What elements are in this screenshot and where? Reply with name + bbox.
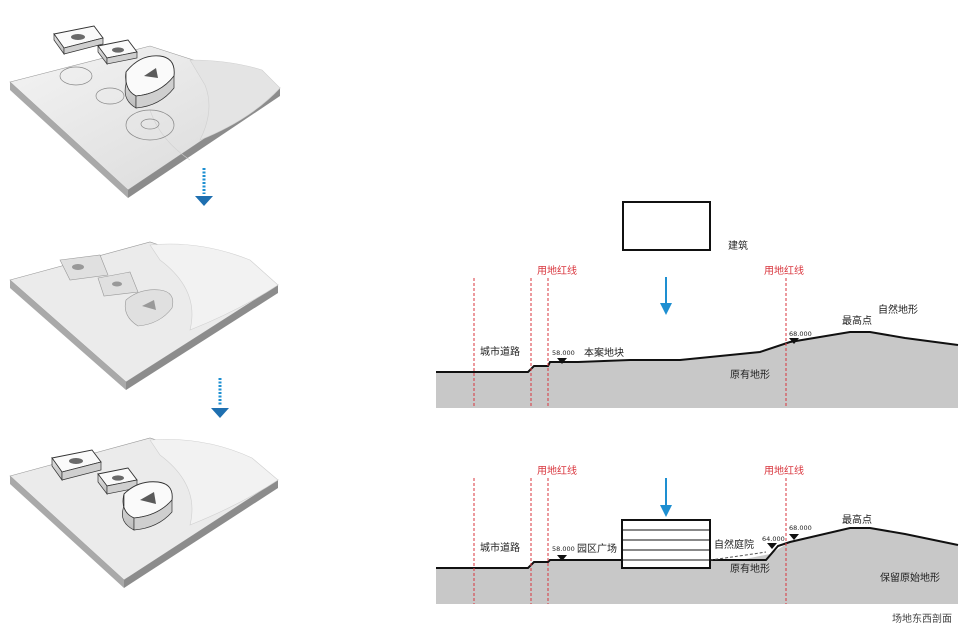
building-block-3b bbox=[97, 467, 138, 496]
building-label: 建筑 bbox=[728, 239, 748, 252]
terrain-model-2 bbox=[9, 241, 279, 390]
building-block-1c bbox=[124, 55, 175, 109]
city-road-label: 城市道路 bbox=[480, 541, 520, 554]
section-original bbox=[436, 278, 959, 408]
natural-courtyard-label: 自然庭院 bbox=[714, 538, 754, 551]
natural-terrain-label: 自然地形 bbox=[878, 303, 918, 316]
red-line-label: 用地红线 bbox=[537, 264, 577, 277]
red-line-label: 用地红线 bbox=[764, 464, 804, 477]
down-arrow-icon bbox=[195, 168, 213, 206]
elevation-marker: 58.000 bbox=[552, 349, 575, 357]
down-arrow-icon bbox=[660, 478, 672, 517]
building-box bbox=[622, 201, 711, 251]
terrain-model-3 bbox=[9, 437, 279, 588]
down-arrow-icon bbox=[211, 378, 229, 418]
terrain-model-1 bbox=[9, 25, 281, 198]
elevation-marker: 58.000 bbox=[552, 545, 575, 553]
section-proposed bbox=[436, 478, 959, 604]
building-block-3c bbox=[122, 481, 173, 531]
building-block-3a bbox=[51, 449, 102, 482]
park-plaza-label: 园区广场 bbox=[577, 542, 617, 555]
red-line-label: 用地红线 bbox=[537, 464, 577, 477]
elevation-marker: 68.000 bbox=[789, 330, 812, 338]
highest-point-label: 最高点 bbox=[842, 513, 872, 526]
elevation-marker: 68.000 bbox=[789, 524, 812, 532]
original-terrain-label: 原有地形 bbox=[730, 368, 770, 381]
preserved-terrain-label: 保留原始地形 bbox=[880, 571, 940, 584]
original-terrain-label: 原有地形 bbox=[730, 562, 770, 575]
city-road-label: 城市道路 bbox=[480, 345, 520, 358]
elevation-marker: 64.000 bbox=[762, 535, 785, 543]
diagram-caption: 场地东西剖面 bbox=[892, 612, 952, 625]
highest-point-label: 最高点 bbox=[842, 314, 872, 327]
building-block-1a bbox=[53, 25, 104, 56]
site-plot-label: 本案地块 bbox=[584, 346, 624, 359]
red-line-label: 用地红线 bbox=[764, 264, 804, 277]
building-block-1b bbox=[97, 39, 138, 66]
down-arrow-icon bbox=[660, 277, 672, 315]
